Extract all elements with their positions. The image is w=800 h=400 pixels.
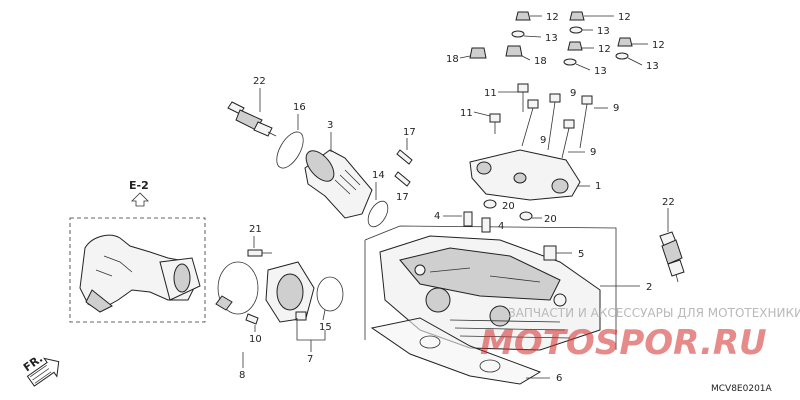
callout-20-lower: 20 <box>544 214 557 225</box>
callout-18-left: 18 <box>446 54 459 65</box>
section-reference-e2: E-2 <box>69 179 206 323</box>
dowel-pins-4 <box>463 211 491 233</box>
callout-12-a: 12 <box>546 12 559 23</box>
callout-9-d: 9 <box>590 147 596 158</box>
callout-11-lower: 11 <box>460 108 473 119</box>
callout-15: 15 <box>319 322 332 333</box>
callout-13-b: 13 <box>597 26 610 37</box>
callout-12-d: 12 <box>652 40 665 51</box>
intake-joint <box>265 261 315 323</box>
callout-11-upper: 11 <box>484 88 497 99</box>
water-pipe-illustration <box>79 234 201 313</box>
watermark-tagline: ЗАПЧАСТИ И АКСЕССУАРЫ ДЛЯ МОТОТЕХНИКИ <box>508 306 800 320</box>
callout-22-right: 22 <box>662 197 675 208</box>
callout-4-lower: 4 <box>498 221 504 232</box>
o-ring-14 <box>367 200 389 228</box>
callout-3: 3 <box>327 120 333 131</box>
cylinder-head-2 <box>379 235 601 351</box>
head-bolts <box>489 83 593 159</box>
callout-18-right: 18 <box>534 56 547 67</box>
callout-2: 2 <box>646 282 652 293</box>
e2-detail-box <box>69 217 206 323</box>
callout-17-top: 17 <box>403 127 416 138</box>
cap-nuts <box>469 11 633 59</box>
sealing-washers <box>511 26 629 66</box>
callout-20-upper: 20 <box>502 201 515 212</box>
guide-5 <box>543 245 557 261</box>
callout-13-a: 13 <box>545 33 558 44</box>
watermark-logo: MOTOSPOR.RU <box>480 323 767 363</box>
callout-22-left: 22 <box>253 76 266 87</box>
spark-plug-left <box>227 101 277 137</box>
callout-12-c: 12 <box>598 44 611 55</box>
joint-pipe-3 <box>304 149 373 219</box>
callout-5: 5 <box>578 249 584 260</box>
section-ref-label: E-2 <box>129 179 149 192</box>
callout-1: 1 <box>595 181 601 192</box>
catalog-code: MCV8E0201A <box>711 384 773 394</box>
callout-13-c: 13 <box>594 66 607 77</box>
caps-20 <box>483 199 533 221</box>
stud-bolts-17 <box>394 149 413 187</box>
callout-9-b: 9 <box>613 103 619 114</box>
callout-8: 8 <box>239 370 245 381</box>
arrow-up-icon <box>131 192 149 207</box>
callout-7: 7 <box>307 354 313 365</box>
callout-6: 6 <box>556 373 562 384</box>
callout-14: 14 <box>372 170 385 181</box>
callout-9-c: 9 <box>540 135 546 146</box>
callout-9-a: 9 <box>570 88 576 99</box>
head-cover-1 <box>469 149 581 201</box>
spark-plug-right <box>659 231 685 283</box>
callout-16: 16 <box>293 102 306 113</box>
callout-12-b: 12 <box>618 12 631 23</box>
front-direction-marker: FR. <box>21 352 60 387</box>
clamp-bolt-21 <box>247 249 272 257</box>
bolt-10 <box>245 313 259 325</box>
callout-17-bottom: 17 <box>396 192 409 203</box>
callout-10: 10 <box>249 334 262 345</box>
callout-13-d: 13 <box>646 61 659 72</box>
site-watermark: ЗАПЧАСТИ И АКСЕССУАРЫ ДЛЯ МОТОТЕХНИКИ MO… <box>480 306 800 363</box>
o-ring-16 <box>276 131 304 169</box>
callout-21: 21 <box>249 224 262 235</box>
callout-4-upper: 4 <box>434 211 440 222</box>
hose-clamp <box>215 261 259 315</box>
o-ring-15 <box>316 276 344 312</box>
